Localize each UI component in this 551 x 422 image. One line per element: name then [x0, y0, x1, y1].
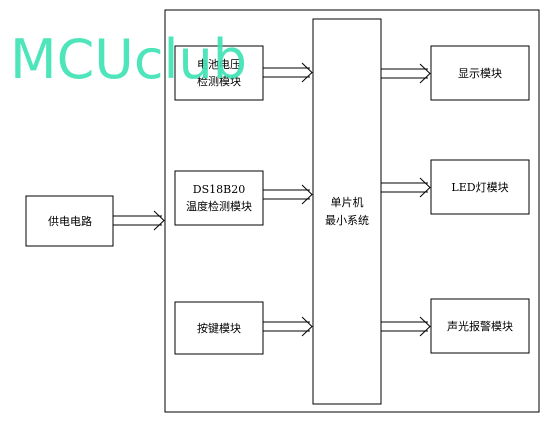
led-block: LED灯模块: [430, 159, 530, 215]
alarm-label: 声光报警模块: [447, 319, 513, 333]
ds18b20-label-line2: 温度检测模块: [186, 199, 252, 213]
mcu-label-line2: 最小系统: [325, 214, 369, 227]
mcu-block: 单片机 最小系统: [312, 18, 382, 405]
display-label: 显示模块: [458, 67, 502, 80]
arrow-mcu-to-display: [381, 63, 431, 84]
system-container: [164, 9, 540, 413]
arrow-keys-to-mcu: [263, 316, 313, 337]
battery-detect-label-line2: 检测模块: [197, 74, 241, 88]
arrow-ds18b20-to-mcu: [263, 184, 313, 205]
keys-block: 按键模块: [174, 301, 264, 355]
watermark-logo: MCUclub: [10, 28, 247, 91]
battery-detect-label-line1: 电池电压: [197, 58, 241, 71]
battery-detect-block: 电池电压 检测模块: [174, 45, 264, 101]
ds18b20-label-line1: DS18B20: [193, 183, 245, 196]
display-block: 显示模块: [430, 45, 530, 101]
arrow-mcu-to-led: [381, 177, 431, 198]
keys-label: 按键模块: [197, 321, 241, 335]
alarm-block: 声光报警模块: [430, 298, 530, 354]
arrow-mcu-to-alarm: [381, 316, 431, 337]
led-label: LED灯模块: [451, 181, 508, 194]
arrow-battery-to-mcu: [263, 62, 313, 83]
power-supply-block: 供电电路: [25, 195, 114, 247]
power-supply-label: 供电电路: [48, 214, 92, 228]
ds18b20-block: DS18B20 温度检测模块: [174, 170, 264, 226]
arrow-power-to-system: [113, 210, 165, 231]
mcu-label-line1: 单片机: [331, 195, 364, 209]
